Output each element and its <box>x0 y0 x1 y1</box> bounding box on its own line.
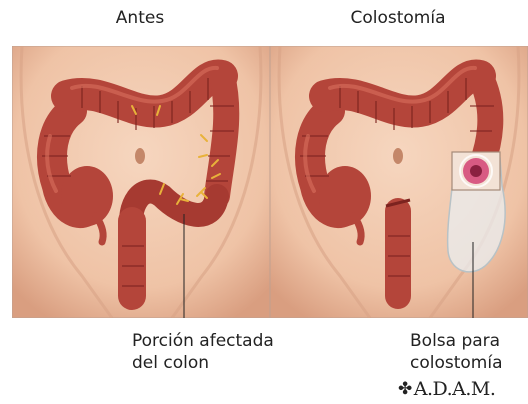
adam-logo-text: A.D.A.M. <box>414 378 496 400</box>
affected-colon-label-line2: del colon <box>132 352 274 374</box>
colostomy-bag-label-line2: colostomía <box>410 352 503 374</box>
before-illustration <box>12 46 270 318</box>
after-panel-title: Colostomía <box>268 8 528 28</box>
adam-logo: ✤ A.D.A.M. <box>398 378 495 400</box>
adam-logo-icon: ✤ <box>398 379 412 399</box>
colostomy-bag-label: Bolsa para colostomía <box>410 330 503 374</box>
after-illustration <box>270 46 528 318</box>
affected-colon-label: Porción afectada del colon <box>132 330 274 374</box>
before-panel-title: Antes <box>10 8 270 28</box>
colostomy-bag-label-line1: Bolsa para <box>410 330 503 352</box>
affected-colon-label-line1: Porción afectada <box>132 330 274 352</box>
